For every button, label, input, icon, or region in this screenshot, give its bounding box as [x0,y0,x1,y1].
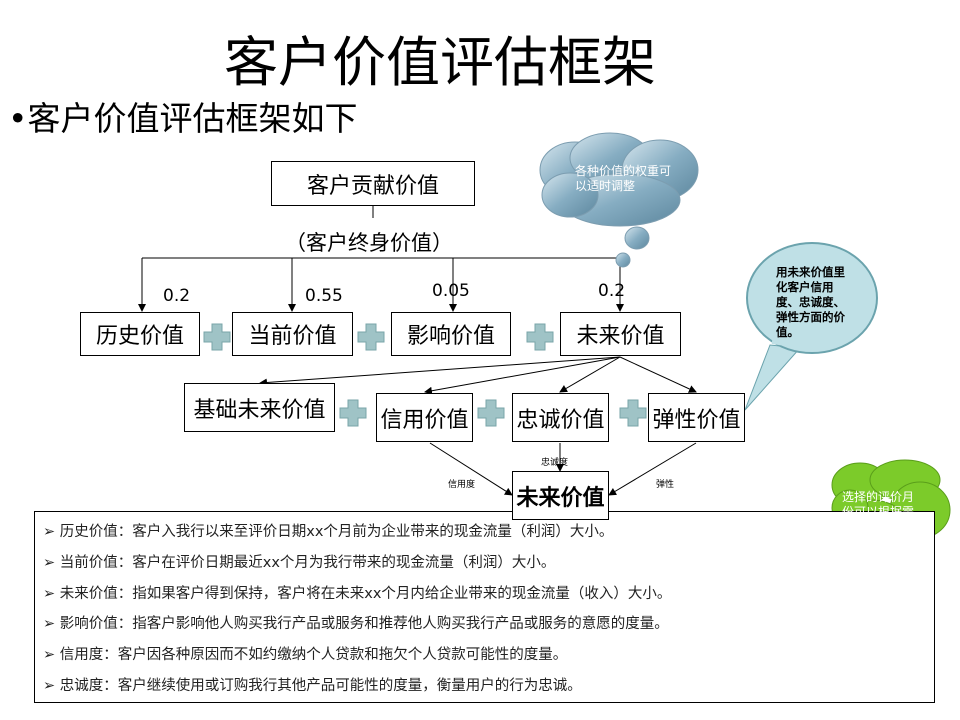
edge-label-elastic: 弹性 [656,480,675,490]
influence-value-box: 影响价值 [391,312,511,356]
slide-title: 客户价值评估框架 [224,31,656,94]
cloud-blue [539,132,699,268]
speech-bubble [744,344,802,411]
definitions-box: ➢ 历史价值：客户入我行以来至评价日期xx个月前为企业带来的现金流量（利润）大小… [34,511,935,703]
weight-influence: 0.05 [432,281,470,301]
plus-icon [356,322,386,352]
weight-current: 0.55 [305,286,343,306]
plus-icon [202,322,232,352]
definition-item: ➢ 历史价值：客户入我行以来至评价日期xx个月前为企业带来的现金流量（利润）大小… [43,524,614,540]
current-value-box: 当前价值 [232,312,353,356]
cloud-note-months: 选择的评价月份可以根据需要调整 [842,490,915,534]
cloud-note-weights: 各种价值的权重可以适时调整 [575,164,672,193]
definition-item: ➢ 忠诚度：客户继续使用或订购我行其他产品可能性的度量，衡量用户的行为忠诚。 [43,678,582,694]
elastic-value-box: 弹性价值 [648,393,745,442]
definition-item: ➢ 当前价值：客户在评价日期最近xx个月为我行带来的现金流量（利润）大小。 [43,555,556,571]
edge-label-credit: 信用度 [448,480,476,490]
definition-item: ➢ 影响价值：指客户影响他人购买我行产品或服务和推荐他人购买我行产品或服务的意愿… [43,616,669,632]
definition-item: ➢ 未来价值：指如果客户得到保持，客户将在未来xx个月内给企业带来的现金流量（收… [43,586,672,602]
bullet-text: 客户价值评估框架如下 [27,99,358,138]
edge-label-loyalty: 忠诚度 [541,458,569,468]
future-value-box: 未来价值 [560,312,681,356]
plus-icon [525,322,555,352]
weight-history: 0.2 [163,286,191,306]
plus-icon [618,398,648,428]
credit-value-box: 信用价值 [376,393,473,442]
base-future-value-box: 基础未来价值 [184,383,335,432]
definition-item: ➢ 信用度：客户因各种原因而不如约缴纳个人贷款和拖欠个人贷款可能性的度量。 [43,647,568,663]
bullet-point: •客户价值评估框架如下 [8,99,358,138]
plus-icon [476,398,506,428]
bubble-note-future: 用未来价值里化客户信用度、忠诚度、弹性方面的价值。 [776,265,845,339]
plus-icon [338,398,368,428]
lifetime-value-label: （客户终身价值） [285,231,453,255]
weight-future: 0.2 [598,281,626,301]
loyalty-value-box: 忠诚价值 [512,393,609,442]
result-future-value-box: 未来价值 [512,471,609,520]
history-value-box: 历史价值 [80,312,200,356]
customer-contribution-box: 客户贡献价值 [271,161,475,206]
